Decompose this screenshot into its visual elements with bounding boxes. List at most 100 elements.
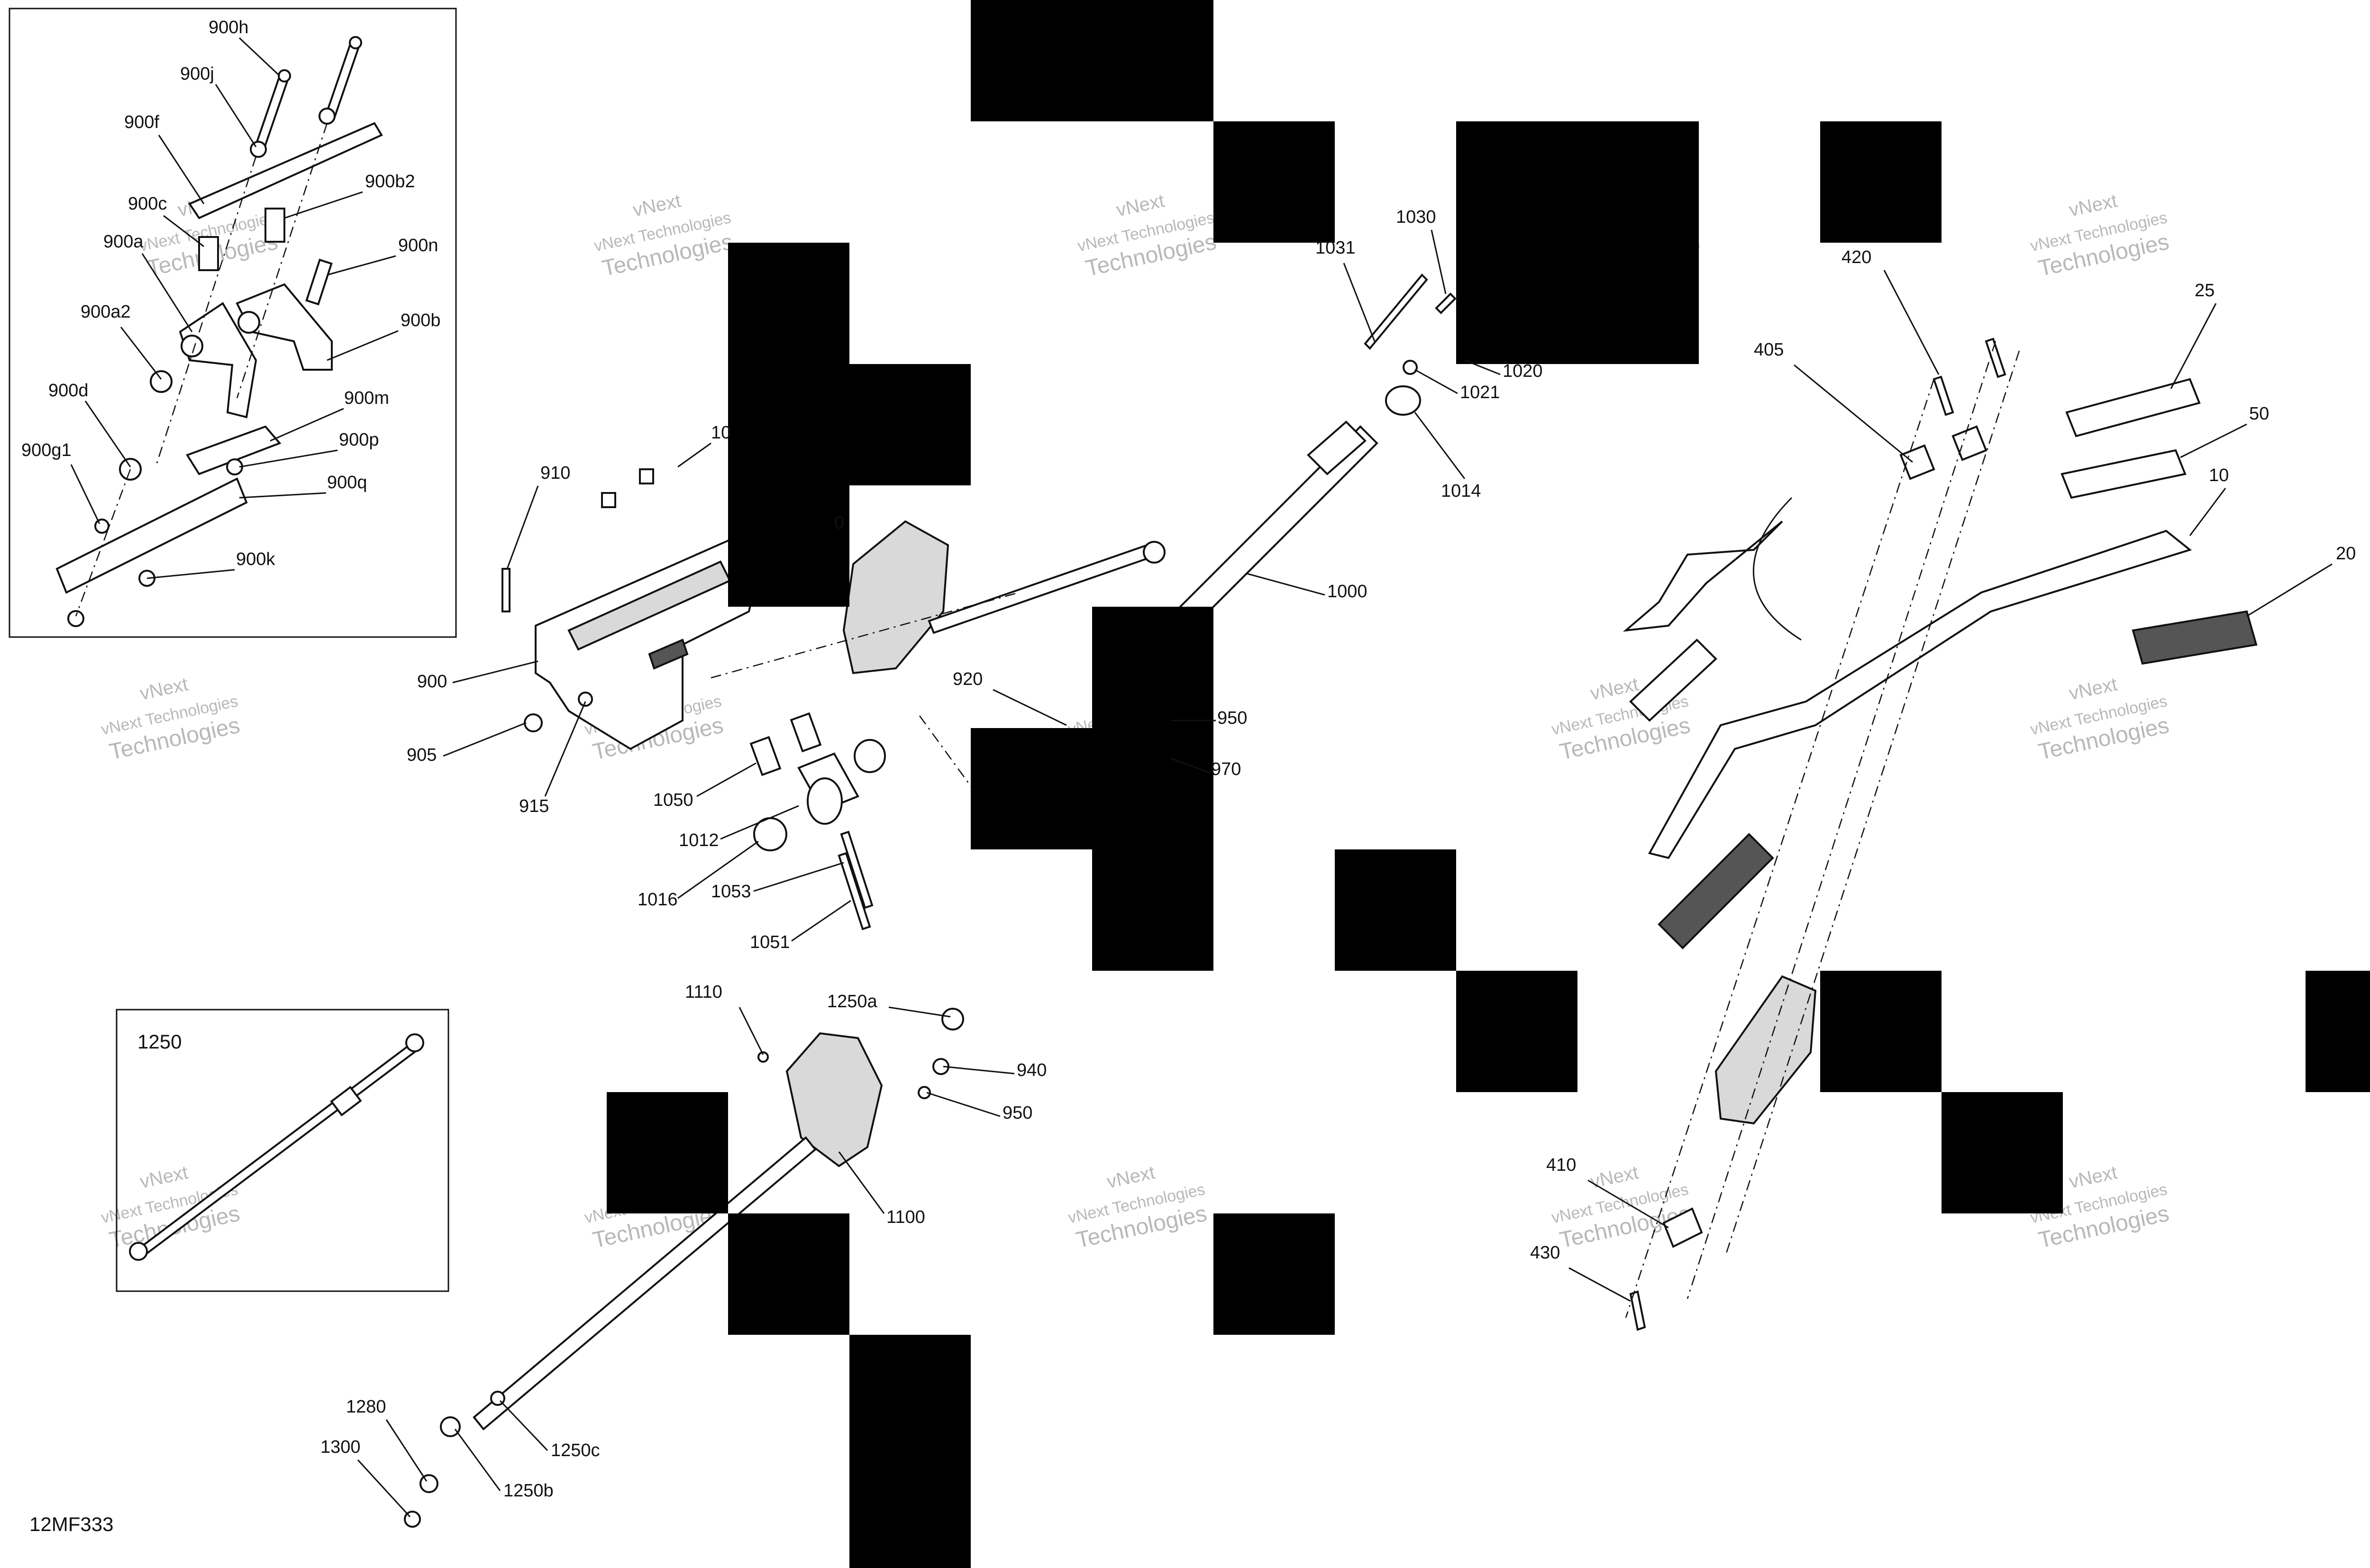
callout-label: 1300: [320, 1437, 361, 1457]
callout-label: 50: [2249, 404, 2269, 424]
bolt-head: [278, 69, 291, 82]
callout-label: 900h: [209, 18, 249, 37]
redaction-block: [607, 1092, 728, 1213]
redaction-block: [1213, 1213, 1335, 1335]
part-20-grip: [2132, 610, 2258, 665]
callout-label: 900f: [124, 112, 159, 132]
leader-line: [696, 762, 757, 797]
leader-line: [239, 492, 327, 499]
handlebar-assembly: [1623, 337, 2258, 1331]
assembly-axis: [155, 156, 257, 465]
callout-label: 1030: [1396, 207, 1436, 227]
redaction-block: [849, 364, 971, 485]
part-900g1-screw: [94, 519, 109, 534]
leader-line: [1464, 359, 1501, 375]
watermark-text: vNext: [1114, 190, 1166, 220]
callout-label: 915: [519, 796, 549, 816]
leader-line: [1343, 263, 1376, 342]
callout-label: 900m: [344, 388, 389, 408]
watermark-text: vNext: [1105, 1162, 1157, 1192]
callout-label: 950: [1003, 1103, 1032, 1123]
assembly-axis-6: [1625, 379, 1935, 1318]
redaction-block: [1213, 121, 1335, 243]
redaction-block: [1820, 971, 1942, 1092]
leader-line: [993, 689, 1067, 726]
leader-line: [284, 191, 363, 219]
leader-line: [738, 1007, 764, 1055]
nut-top-2: [639, 468, 654, 484]
part-1050-bushing: [749, 736, 782, 776]
callout-label: 900p: [339, 430, 379, 450]
callout-label: 905: [407, 745, 437, 765]
callout-label: 10: [711, 423, 731, 443]
rod-end-top: [405, 1033, 424, 1052]
leader-line: [791, 900, 851, 942]
callout-label: 900n: [398, 236, 438, 255]
leader-line: [443, 722, 527, 757]
callout-label: 900b: [401, 310, 441, 330]
callout-label: 1100: [886, 1207, 925, 1227]
callout-label: 430: [1530, 1243, 1560, 1263]
callout-label: 900d: [48, 381, 89, 401]
callout-label: 900g1: [21, 440, 72, 460]
part-bearing-ring: [854, 739, 886, 773]
left-control-lever: [1623, 520, 1783, 632]
diagram-code: 12MF333: [29, 1513, 113, 1535]
link-bushing-2: [237, 311, 260, 334]
callout-label: 1053: [711, 882, 751, 902]
redaction-block: [1092, 607, 1213, 971]
callout-label: 420: [1841, 247, 1871, 267]
part-1031-bolt: [1364, 273, 1428, 350]
part-900j-washer: [250, 141, 267, 158]
part-900b2-spacer: [264, 208, 285, 243]
callout-label: 1110: [685, 982, 722, 1002]
column-yoke: [1307, 420, 1367, 475]
redaction-block: [1456, 971, 1577, 1092]
clamp-upper-2: [1951, 425, 1987, 461]
handlebar-riser: [1714, 975, 1817, 1125]
leader-line: [146, 569, 235, 579]
part-900-bracket: [535, 534, 760, 750]
rod-end-bottom: [129, 1242, 148, 1261]
part-1053-bolt: [840, 830, 874, 909]
part-1280-washer: [419, 1474, 438, 1493]
leader-line: [1587, 1179, 1669, 1229]
part-1250a-rod-end: [941, 1008, 964, 1030]
washer-2: [319, 108, 336, 125]
callout-label: 10: [2209, 465, 2229, 485]
part-1030-pin: [1435, 292, 1457, 314]
part-900n-bolt: [305, 258, 333, 306]
leader-line: [506, 485, 539, 569]
callout-label: 1050: [653, 790, 693, 810]
brake-cable: [1752, 497, 1802, 641]
leader-line: [270, 408, 344, 442]
redaction-block: [728, 1213, 849, 1335]
nut-top: [601, 492, 616, 508]
watermark-text: vNext: [2067, 190, 2119, 220]
part-950-nut: [918, 1086, 931, 1099]
redaction-block: [728, 243, 849, 607]
leader-line: [1170, 757, 1210, 774]
callout-label: 1250c: [551, 1440, 600, 1460]
part-915-nut: [578, 692, 593, 707]
callout-label: 1020: [1503, 361, 1543, 381]
callout-label: 900: [417, 672, 447, 692]
leader-line: [2170, 303, 2217, 389]
part-905-nut: [524, 713, 543, 732]
leader-line: [2180, 423, 2247, 458]
inset-frame: [9, 8, 457, 638]
leader-line: [1246, 573, 1325, 596]
leader-line: [163, 215, 204, 247]
leader-line: [720, 805, 799, 840]
part-430-bolt: [1629, 1290, 1646, 1331]
rod-collar: [330, 1085, 362, 1117]
assembly-axis-7: [1686, 341, 1996, 1299]
part-900k-rail: [55, 477, 248, 594]
part-900f-bracket: [188, 122, 383, 219]
callout-label: 900c: [128, 194, 167, 214]
callout-label: 1014: [1441, 481, 1481, 501]
left-grip: [1658, 833, 1774, 949]
leader-line: [926, 1092, 1001, 1117]
